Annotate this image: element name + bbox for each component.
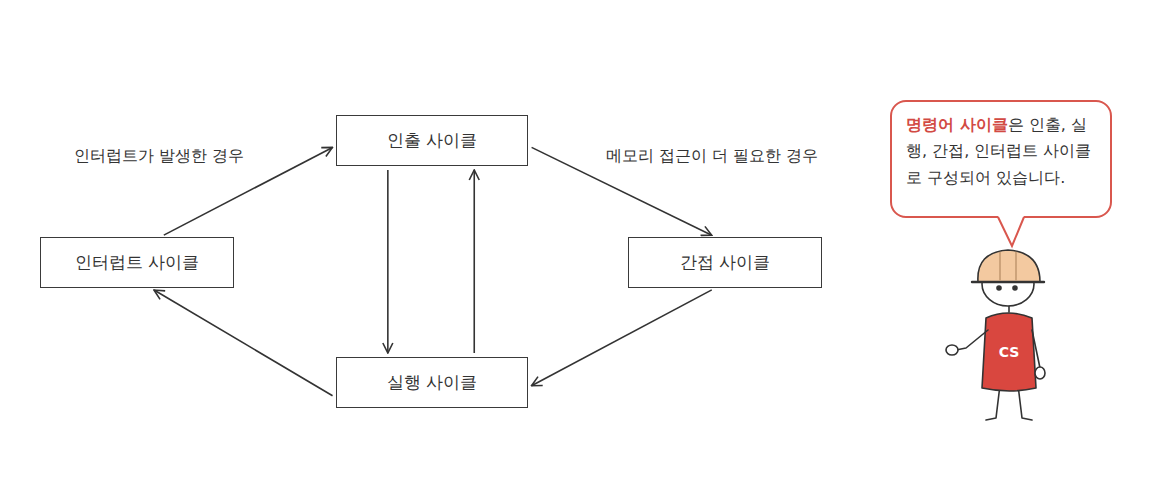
cycle-box: 인터럽트 사이클: [40, 237, 234, 288]
cycle-box: 간접 사이클: [628, 237, 822, 288]
condition-label: 메모리 접근이 더 필요한 경우: [604, 146, 820, 167]
shirt-logo: CS: [999, 344, 1020, 360]
box-label: 인터럽트 사이클: [75, 251, 199, 274]
flow-arrow: [387, 170, 389, 353]
condition-label: 인터럽트가 발생한 경우: [72, 146, 246, 167]
cycle-box: 인출 사이클: [336, 115, 528, 166]
box-label: 인출 사이클: [387, 129, 477, 152]
flow-arrow: [154, 290, 333, 396]
speech-bubble: 명령어 사이클은 인출, 실행, 간접, 인터럽트 사이클로 구성되어 있습니다…: [890, 100, 1112, 218]
highlight-term: 명령어 사이클: [906, 115, 1008, 134]
box-label: 실행 사이클: [387, 371, 477, 394]
flow-arrow: [532, 290, 712, 386]
flow-arrow: [473, 170, 475, 353]
box-label: 간접 사이클: [680, 251, 770, 274]
cycle-box: 실행 사이클: [336, 357, 528, 408]
